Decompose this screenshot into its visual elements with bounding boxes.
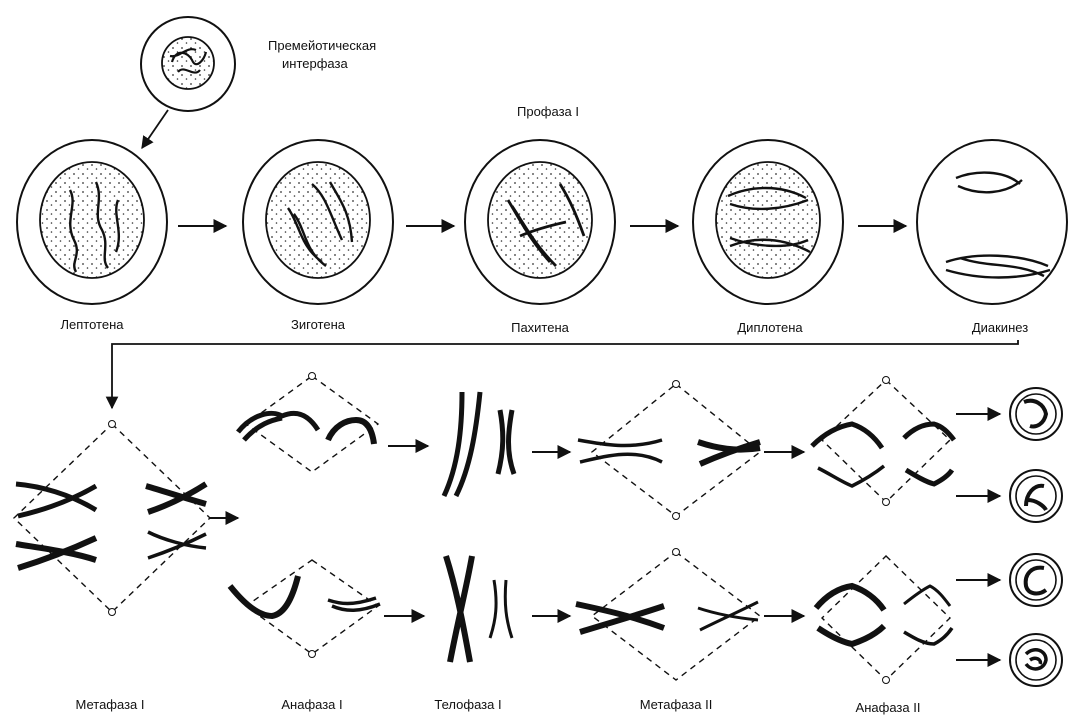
stage-label-metaphase-ii: Метафаза II bbox=[640, 697, 713, 712]
metaphase-ii-top-spindle bbox=[578, 381, 760, 520]
anaphase-ii-arrows bbox=[956, 414, 1000, 660]
stage-label-pachytene: Пахитена bbox=[511, 320, 569, 335]
stage-label-telophase-i: Телофаза I bbox=[434, 697, 501, 712]
telophase-i-top-chromosomes bbox=[444, 392, 514, 496]
anaphase-i-bottom-spindle bbox=[230, 560, 380, 658]
stage-label-diakinesis: Диакинез bbox=[972, 320, 1028, 335]
metaphase-ii-arrows bbox=[764, 452, 804, 616]
metaphase-ii-bottom-spindle bbox=[576, 549, 760, 681]
diakinesis-cell bbox=[917, 140, 1067, 304]
telophase-i-bottom-chromosomes bbox=[446, 556, 512, 662]
gamete-cells bbox=[1010, 388, 1062, 686]
stage-label-zygotene: Зиготена bbox=[291, 317, 345, 332]
telophase-i-arrows bbox=[532, 452, 570, 616]
stage-label-anaphase-i: Анафаза I bbox=[281, 697, 342, 712]
premeiotic-label-line1: Премейотическая bbox=[268, 38, 376, 53]
premeiotic-label-line2: интерфаза bbox=[282, 56, 348, 71]
anaphase-ii-top-spindle bbox=[812, 377, 954, 506]
stage-label-anaphase-ii: Анафаза II bbox=[856, 700, 921, 715]
anaphase-ii-bottom-spindle bbox=[816, 556, 952, 684]
leptotene-cell bbox=[17, 140, 167, 304]
diplotene-cell bbox=[693, 140, 843, 304]
anaphase-i-arrows bbox=[384, 446, 428, 616]
diakinesis-to-metaphase-connector bbox=[112, 340, 1018, 408]
stage-label-diplotene: Диплотена bbox=[737, 320, 802, 335]
interphase-to-leptotene-arrow bbox=[142, 110, 168, 148]
prophase-title: Профаза I bbox=[517, 104, 579, 119]
anaphase-i-top-spindle bbox=[238, 373, 378, 473]
metaphase-i-spindle bbox=[14, 421, 210, 616]
stage-label-leptotene: Лептотена bbox=[60, 317, 123, 332]
stage-label-metaphase-i: Метафаза I bbox=[75, 697, 144, 712]
zygotene-cell bbox=[243, 140, 393, 304]
pachytene-cell bbox=[465, 140, 615, 304]
premeiotic-interphase-cell bbox=[141, 17, 235, 111]
